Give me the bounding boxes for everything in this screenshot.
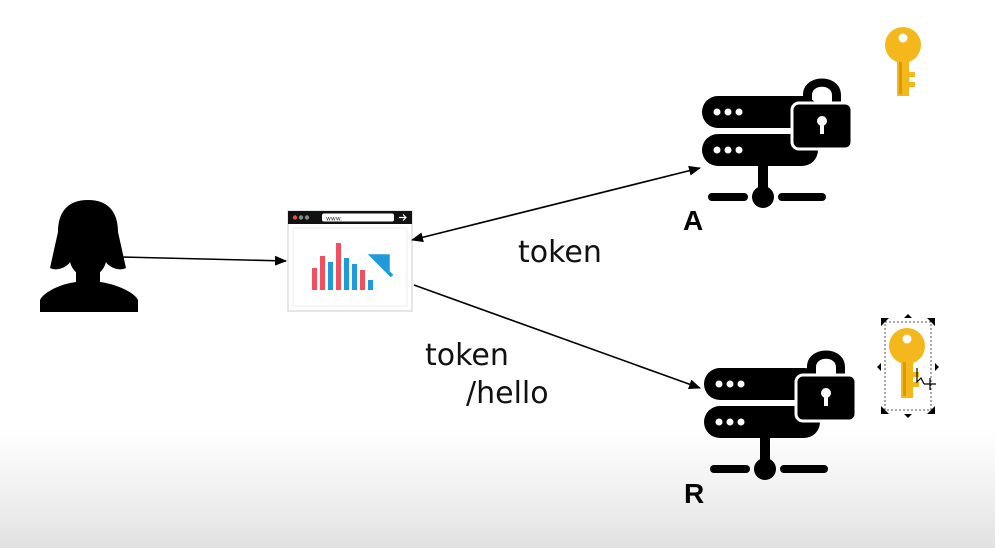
cursor-arrow-icon xyxy=(367,254,394,278)
server-lock-icon xyxy=(702,78,854,208)
server-letter-resource: R xyxy=(684,478,704,509)
chart-bar xyxy=(368,280,373,290)
move-cursor-icon xyxy=(916,368,936,390)
chart-bar xyxy=(352,264,357,290)
chart-bar xyxy=(320,256,325,290)
selection-box xyxy=(884,321,932,411)
edge-browser-to-resource xyxy=(413,284,701,389)
resize-handles[interactable] xyxy=(877,314,939,418)
edge-label-token-resource: token xyxy=(425,338,509,373)
server-lock-icon xyxy=(704,350,858,480)
browser-window-icon: www. xyxy=(287,210,413,312)
chart-bar xyxy=(336,243,341,290)
chart-bar xyxy=(360,270,365,290)
browser-url-text: www. xyxy=(326,216,342,223)
selected-key-icon[interactable] xyxy=(877,314,939,418)
chart-bar xyxy=(328,262,333,290)
user-silhouette-icon xyxy=(40,200,138,312)
key-icon xyxy=(885,27,921,96)
edge-user-to-browser xyxy=(121,255,287,266)
chart-bar xyxy=(344,258,349,290)
server-letter-auth: A xyxy=(683,205,703,236)
chart-bar xyxy=(312,268,317,290)
edge-browser-auth xyxy=(411,165,701,243)
browser-url-bar xyxy=(322,213,394,222)
edge-label-hello-path: /hello xyxy=(466,376,549,411)
edge-label-token-auth: token xyxy=(518,235,602,270)
